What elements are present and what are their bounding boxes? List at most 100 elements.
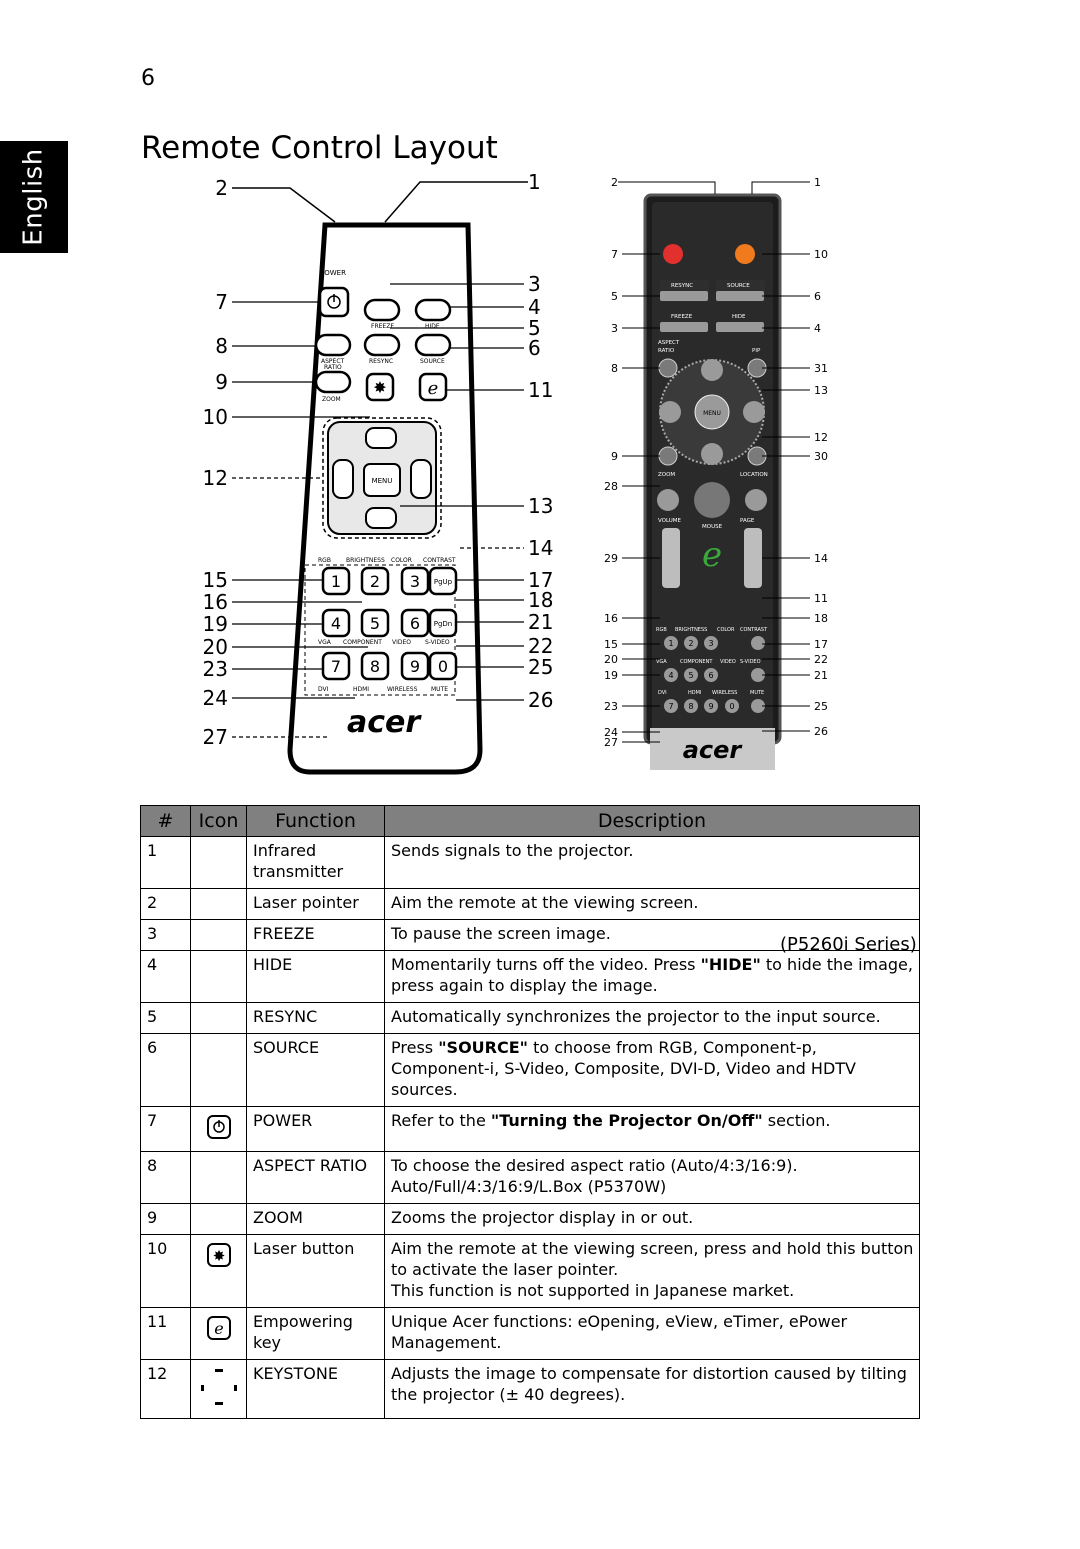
leader-1 [384,181,528,223]
description-text: to choose from RGB, Component-p, Compone… [391,1038,856,1099]
cell-icon [190,836,247,889]
description-text: Aim the remote at the viewing screen. [391,893,699,912]
callout-21: 21 [814,669,828,682]
callout-13: 13 [528,494,553,518]
laser-button [365,372,395,402]
callout-6: 6 [528,336,541,360]
cell-function: Laser button [246,1234,385,1308]
description-text: To choose the desired aspect ratio (Auto… [391,1156,798,1175]
power-button-red [663,244,683,264]
key-8 [360,651,390,681]
callout-15: 15 [604,638,618,651]
cell-function: ASPECT RATIO [246,1151,385,1204]
cell-icon [190,1359,247,1419]
callout-8: 8 [611,362,618,375]
cell-function: Infrared transmitter [246,836,385,889]
callout-16: 16 [203,590,228,614]
svg-text:ZOOM: ZOOM [658,472,675,478]
cell-num: 10 [140,1234,191,1308]
rkey-label: 5 [688,671,693,680]
resync-button-r [660,291,708,301]
callout-12: 12 [814,431,828,444]
callout-26: 26 [814,725,828,738]
key-7 [321,651,351,681]
callout-23: 23 [203,657,228,681]
callout-5: 5 [611,290,618,303]
callout-24: 24 [604,726,618,739]
svg-text:RGB: RGB [318,557,331,564]
svg-text:HDMI: HDMI [688,690,701,696]
key-1 [321,566,351,596]
svg-text:VIDEO: VIDEO [392,639,411,646]
key-label: 7 [331,657,341,676]
callout-4: 4 [528,295,541,319]
callout-25: 25 [814,700,828,713]
description-text: to hide the image, press again to displa… [391,955,913,995]
menu-button [363,463,401,497]
laser-icon: ✸ [206,1242,232,1273]
empowering-key [418,372,448,402]
rkey-label: 9 [708,702,713,711]
callout-10: 10 [203,405,228,429]
svg-text:MUTE: MUTE [431,686,448,693]
svg-text:RESYNC: RESYNC [671,283,693,289]
svg-text:CONTRAST: CONTRAST [740,627,768,633]
svg-text:COMPONENT: COMPONENT [680,659,713,665]
callout-23: 23 [604,700,618,713]
callout-19: 19 [604,669,618,682]
svg-text:VGA: VGA [318,639,332,646]
cell-description: Momentarily turns off the video. Press "… [384,950,920,1003]
key-label: 4 [331,614,341,633]
page-number: 6 [141,66,155,91]
cell-num: 8 [140,1151,191,1204]
callout-18: 18 [814,612,828,625]
cell-function: RESYNC [246,1002,385,1034]
remote-label-menu: MENU [372,477,393,485]
key-label: 9 [410,657,420,676]
svg-text:DVI: DVI [318,686,329,693]
key-3 [400,566,430,596]
zoom-button [314,370,352,394]
resync-button [363,333,401,357]
cell-icon [190,1033,247,1107]
callout-22: 22 [814,653,828,666]
remote-label-aspect: ASPECT [321,358,345,365]
key-label: 1 [331,572,341,591]
rkey-5 [684,668,698,682]
cell-num: 6 [140,1033,191,1107]
rkey-extra [751,699,765,713]
col-header-function: Function [246,805,385,837]
description-text: Press [391,1038,439,1057]
callout-9: 9 [215,370,228,394]
cell-function: FREEZE [246,919,385,951]
rkey-label: 4 [668,671,673,680]
remote-label-ratio: RATIO [324,364,342,371]
cell-num: 11 [140,1307,191,1360]
rkey-0 [725,699,739,713]
key-9 [400,651,430,681]
description-text: Adjusts the image to compensate for dist… [391,1364,907,1404]
key-label: PgUp [434,578,453,586]
key-label: 5 [370,614,380,633]
key-label: 2 [370,572,380,591]
cell-icon [190,1151,247,1204]
key-label: 8 [370,657,380,676]
callout-16: 16 [604,612,618,625]
cell-description: Zooms the projector display in or out. [384,1203,920,1235]
description-text: Automatically synchronizes the projector… [391,1007,881,1026]
rkey-4 [664,668,678,682]
svg-text:S-VIDEO: S-VIDEO [425,639,450,646]
col-header-icon: Icon [190,805,247,837]
callout-1: 1 [528,170,541,194]
rkey-2 [684,636,698,650]
callout-6: 6 [814,290,821,303]
